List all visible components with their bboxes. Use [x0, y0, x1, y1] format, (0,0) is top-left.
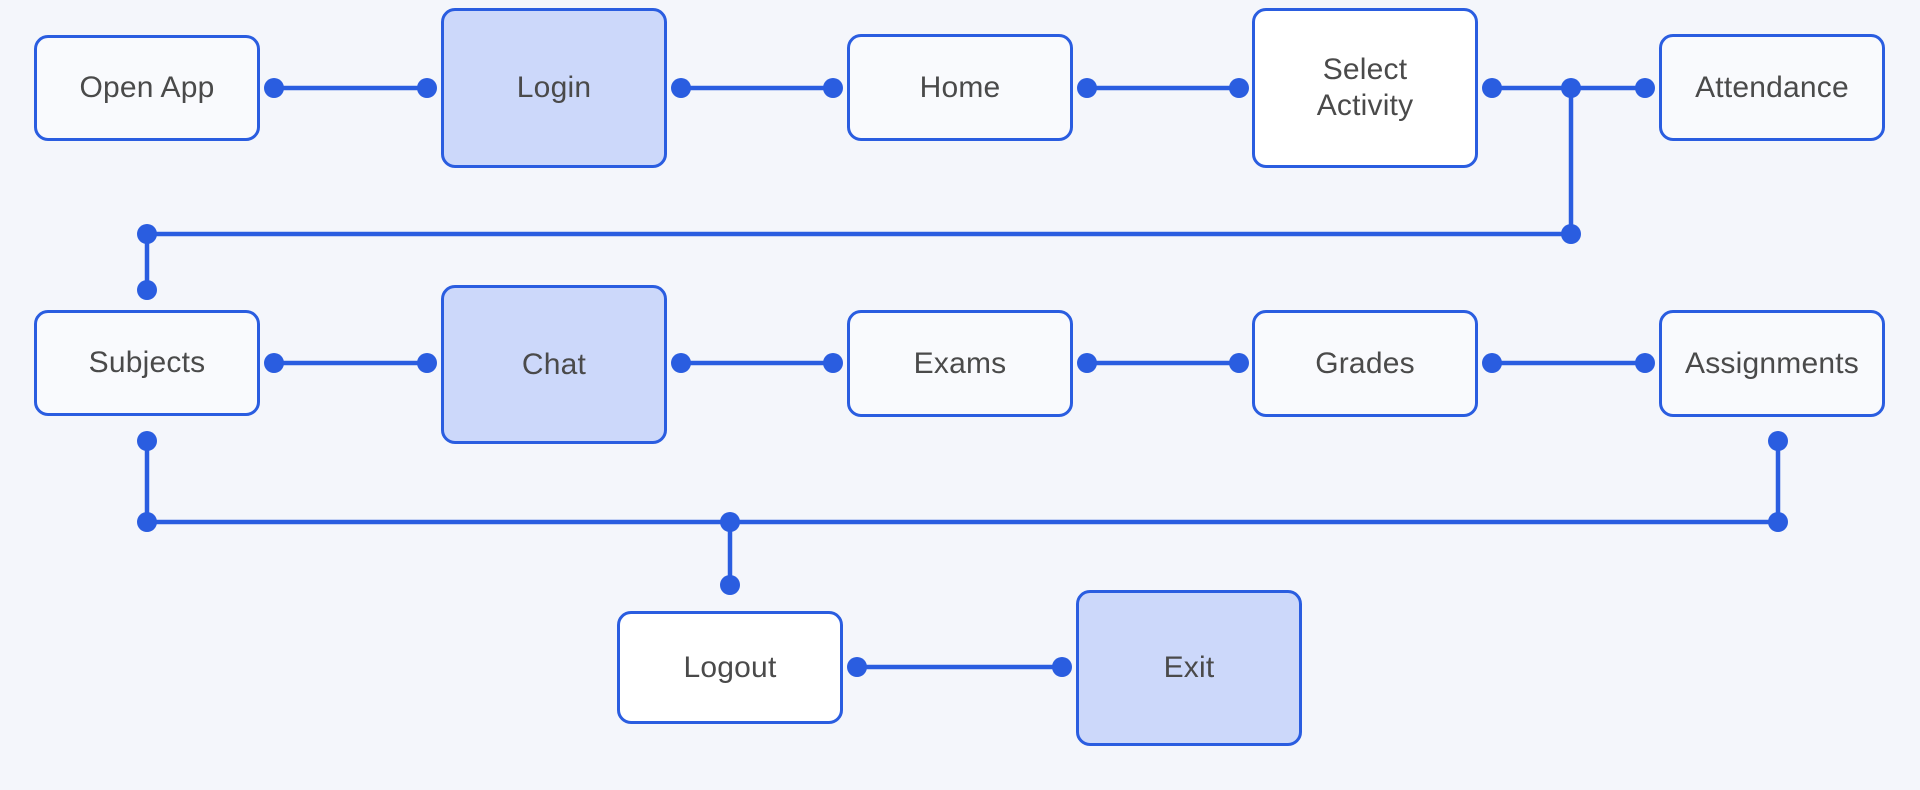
node-logout-label: Logout: [683, 650, 777, 684]
dot-home-in: [823, 78, 843, 98]
dot-bus-bottom-left-corner: [137, 512, 157, 532]
node-grades-label: Grades: [1315, 346, 1415, 380]
node-home-label: Home: [919, 70, 1001, 104]
dot-bus-bottom-junction: [720, 512, 740, 532]
node-login[interactable]: Login: [441, 8, 667, 168]
dot-exams-out: [1077, 353, 1097, 373]
dot-select-activity-out: [1482, 78, 1502, 98]
dot-chat-in: [417, 353, 437, 373]
node-select-activity-label: Select Activity: [1316, 53, 1414, 122]
dot-bus-top-left-corner: [137, 224, 157, 244]
node-chat[interactable]: Chat: [441, 285, 667, 444]
dot-assignments-in: [1635, 353, 1655, 373]
dot-subjects-out-bottom: [137, 431, 157, 451]
edge-select-activity-to-subjects[interactable]: [144, 88, 1574, 290]
node-select-activity[interactable]: Select Activity: [1252, 8, 1478, 168]
dot-branch-junction-top: [1561, 78, 1581, 98]
dot-logout-in-top: [720, 575, 740, 595]
node-assignments[interactable]: Assignments: [1659, 310, 1885, 417]
edge-assignments-to-logout[interactable]: [730, 441, 1781, 525]
dot-subjects-in-top: [137, 280, 157, 300]
node-home[interactable]: Home: [847, 34, 1073, 141]
dot-bus-top-right: [1561, 224, 1581, 244]
dot-open-app-out: [264, 78, 284, 98]
dot-login-out: [671, 78, 691, 98]
dot-select-activity-in: [1229, 78, 1249, 98]
node-attendance-label: Attendance: [1695, 70, 1849, 104]
dot-subjects-out: [264, 353, 284, 373]
dot-home-out: [1077, 78, 1097, 98]
dot-exams-in: [823, 353, 843, 373]
dot-grades-out: [1482, 353, 1502, 373]
node-subjects-label: Subjects: [88, 346, 206, 379]
dot-bus-bottom-right-corner: [1768, 512, 1788, 532]
node-chat-label: Chat: [521, 347, 587, 381]
dot-chat-out: [671, 353, 691, 373]
dot-logout-out: [847, 657, 867, 677]
node-assignments-label: Assignments: [1685, 346, 1859, 380]
edge-subjects-to-logout[interactable]: [144, 441, 730, 525]
dot-grades-in: [1229, 353, 1249, 373]
node-grades[interactable]: Grades: [1252, 310, 1478, 417]
edge-endpoint-dots: [137, 78, 1788, 677]
node-open-app-label: Open App: [79, 71, 215, 104]
node-attendance[interactable]: Attendance: [1659, 34, 1885, 141]
node-exit[interactable]: Exit: [1076, 590, 1302, 746]
node-exams[interactable]: Exams: [847, 310, 1073, 417]
node-logout[interactable]: Logout: [617, 611, 843, 724]
node-exit-label: Exit: [1163, 651, 1215, 684]
node-open-app[interactable]: Open App: [34, 35, 260, 141]
node-login-label: Login: [516, 71, 592, 104]
dot-attendance-in: [1635, 78, 1655, 98]
node-subjects[interactable]: Subjects: [34, 310, 260, 416]
dot-login-in: [417, 78, 437, 98]
dot-assignments-out-bottom: [1768, 431, 1788, 451]
dot-exit-in: [1052, 657, 1072, 677]
node-exams-label: Exams: [913, 346, 1007, 380]
